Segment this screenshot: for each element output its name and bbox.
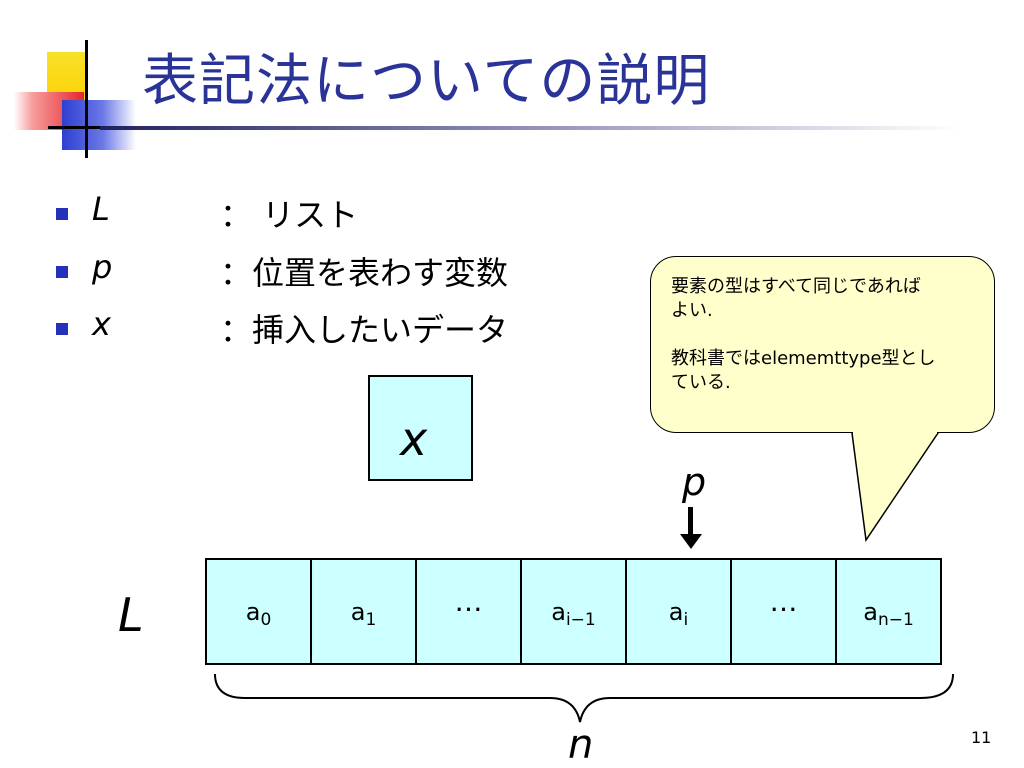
cell-subscript: n−1	[877, 609, 914, 630]
callout-line-1: 要素の型はすべて同じであれば	[671, 276, 921, 297]
bullet-square-icon	[56, 208, 68, 220]
callout-line-2: よい.	[671, 300, 713, 321]
title-underline	[100, 126, 960, 130]
bullet-symbol-p: p	[92, 248, 113, 286]
data-box-x-label: x	[400, 412, 428, 466]
cell-base: a	[668, 597, 684, 626]
callout-bubble: 要素の型はすべて同じであれば よい. 教科書ではelememttype型とし て…	[650, 256, 995, 433]
bullet-description-p: ：位置を表わす変数	[220, 254, 509, 292]
list-cell-ellipsis: …	[730, 558, 837, 665]
bullet-symbol-L: L	[92, 190, 110, 228]
callout-seam	[853, 431, 937, 434]
pointer-p-label: p	[682, 460, 707, 504]
cell-base: a	[350, 597, 366, 626]
down-arrow-icon	[680, 534, 702, 549]
cell-subscript: i−1	[565, 609, 596, 630]
cell-base: a	[245, 597, 261, 626]
ellipsis-icon: …	[454, 585, 483, 618]
bullet-description-L: ： リスト	[220, 196, 359, 234]
bullet-square-icon	[56, 266, 68, 278]
logo-horizontal-line	[48, 126, 104, 129]
cell-subscript: i	[683, 609, 689, 630]
length-n-label: n	[568, 722, 594, 768]
list-L-label: L	[118, 588, 144, 642]
callout-line-4: ている.	[671, 372, 731, 393]
data-box-x	[368, 375, 473, 481]
cell-subscript: 1	[365, 609, 377, 630]
pointer-arrow-shaft	[688, 507, 693, 539]
logo-blue-square	[62, 100, 136, 150]
slide-title: 表記法についての説明	[142, 49, 711, 114]
curly-brace-icon	[214, 673, 954, 723]
ellipsis-icon: …	[769, 585, 798, 618]
list-cell-ellipsis: …	[415, 558, 522, 665]
cell-base: a	[551, 597, 566, 626]
bullet-symbol-x: x	[92, 305, 111, 343]
cell-base: a	[863, 597, 878, 626]
callout-line-3: 教科書ではelememttype型とし	[671, 348, 936, 369]
logo-vertical-line	[85, 40, 88, 158]
cell-subscript: 0	[260, 609, 272, 630]
page-number: 11	[971, 728, 992, 747]
bullet-square-icon	[56, 323, 68, 335]
bullet-description-x: ：挿入したいデータ	[220, 311, 509, 349]
